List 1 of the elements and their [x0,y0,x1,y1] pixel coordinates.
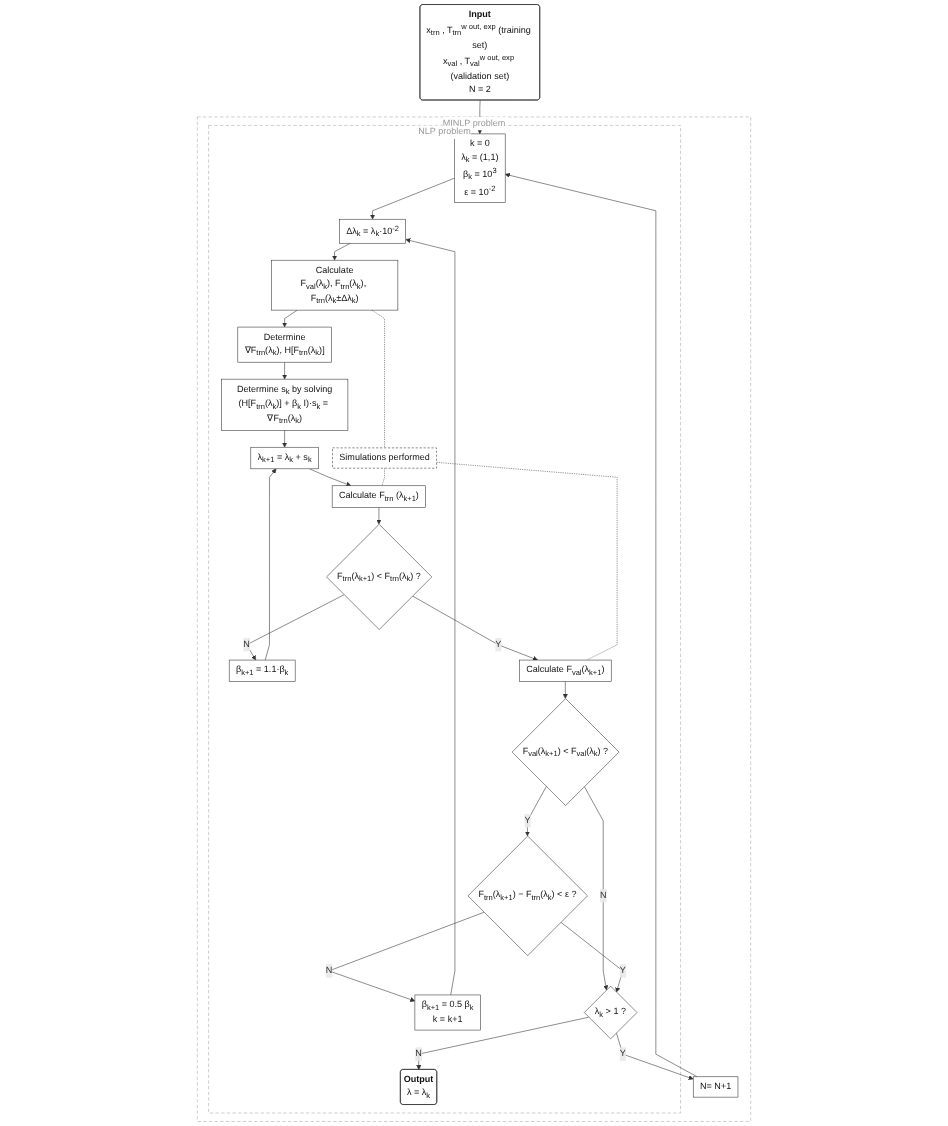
connector [371,309,385,449]
